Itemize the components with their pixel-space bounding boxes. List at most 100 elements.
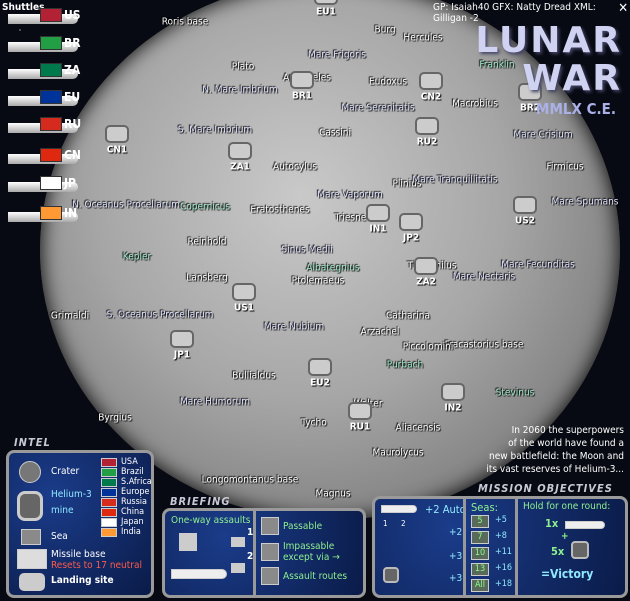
territory-label[interactable]: Firmicus <box>546 161 584 173</box>
territory-label[interactable]: Aliacensis <box>395 422 441 434</box>
close-icon[interactable]: ✕ <box>618 1 628 16</box>
landing-site-label: JP1 <box>173 349 191 361</box>
territory-label[interactable]: Maurolycus <box>372 447 424 459</box>
territory-label[interactable]: Purbach <box>386 359 424 371</box>
territory-label[interactable]: N. Mare Imbrium <box>202 84 278 96</box>
sea-bonus: +8 <box>495 531 507 541</box>
landing-site-us2[interactable] <box>513 196 537 214</box>
territory-label[interactable]: Mare Serenitatis <box>341 102 415 114</box>
flag-icon <box>101 488 117 497</box>
territory-label[interactable]: Hercules <box>403 32 443 44</box>
shuttle-icon <box>171 569 227 579</box>
landing-site-label: RU2 <box>416 136 438 148</box>
route-number-2: 2 <box>247 551 254 562</box>
territory-label[interactable]: Reinhold <box>187 236 227 248</box>
helium-mine-icon <box>17 491 43 521</box>
territory-label[interactable]: Mare Tranquillitatis <box>412 174 498 186</box>
territory-label[interactable]: Copernicus <box>179 201 231 213</box>
territory-label[interactable]: Roris base <box>161 16 209 28</box>
flag-icon <box>40 206 62 220</box>
shuttle-count: 1x <box>545 517 559 530</box>
territory-label[interactable]: Arzachel <box>360 326 400 338</box>
landing-site-cn1[interactable] <box>105 125 129 143</box>
divider <box>515 499 518 595</box>
landing-site-eu2[interactable] <box>308 358 332 376</box>
territory-label[interactable]: Mare Fecunditas <box>501 259 575 271</box>
shuttle-us[interactable]: US <box>0 8 88 30</box>
flag-icon <box>101 518 117 527</box>
territory-label[interactable]: Tycho <box>301 417 327 429</box>
shuttle-br[interactable]: BR <box>0 36 88 58</box>
landing-site-cn2[interactable] <box>419 72 443 90</box>
missile-base-icon <box>179 533 197 551</box>
territory-label[interactable]: Mare Humorum <box>179 396 251 408</box>
shuttle-code: US <box>64 8 81 22</box>
territory-label[interactable]: Catharina <box>386 310 430 322</box>
territory-label[interactable]: Byrgius <box>98 412 132 424</box>
territory-label[interactable]: Mare Spumans <box>551 196 619 208</box>
landing-site-za2[interactable] <box>414 257 438 275</box>
territory-label[interactable]: Triesnecker <box>334 212 386 224</box>
missile-reset-note: Resets to 17 neutral <box>51 560 142 571</box>
landing-site-in1[interactable] <box>366 204 390 222</box>
shuttle-za[interactable]: ZA <box>0 63 88 85</box>
landing-site-label: ZA2 <box>416 276 436 288</box>
territory-label[interactable]: Cassini <box>319 127 351 139</box>
shuttle-ru[interactable]: RU <box>0 117 88 139</box>
territory-label[interactable]: N. Oceanus Procellarum <box>72 199 180 211</box>
impassable-legend: Impassable <box>283 541 335 552</box>
territory-label[interactable]: Plato <box>231 61 255 73</box>
landing-site-jp1[interactable] <box>170 330 194 348</box>
territory-label[interactable]: Mare Crisium <box>513 129 573 141</box>
territory-label[interactable]: Macrobius <box>452 98 498 110</box>
landing-site-eu1[interactable] <box>314 0 338 5</box>
shuttle-code: BR <box>64 36 81 50</box>
landing-site-za1[interactable] <box>228 142 252 160</box>
landing-site-ru2[interactable] <box>415 117 439 135</box>
shuttle-jp[interactable]: JP <box>0 176 88 198</box>
sea-count: 13 <box>471 563 489 576</box>
story-line: new battlefield: the Moon and <box>489 451 624 462</box>
territory-label[interactable]: Eratosthenes <box>250 204 310 216</box>
territory-label[interactable]: Autocylus <box>272 161 318 173</box>
territory-label[interactable]: Burg <box>374 24 396 36</box>
shuttle-cn[interactable]: CN <box>0 148 88 170</box>
territory-label[interactable]: S. Oceanus Procellarum <box>106 309 214 321</box>
territory-label[interactable]: Sinus Medii <box>281 244 333 256</box>
shuttle-eu[interactable]: EU <box>0 90 88 112</box>
territory-label[interactable]: Kepler <box>122 251 152 263</box>
landing-site-ru1[interactable] <box>348 402 372 420</box>
country-legend-item: Europe <box>121 487 150 497</box>
territory-label[interactable]: Stevinus <box>495 387 535 399</box>
plus-sign: + <box>561 531 569 542</box>
landing-site-br2[interactable] <box>518 83 542 101</box>
landing-site-us1[interactable] <box>232 283 256 301</box>
territory-label[interactable]: S. Mare Imbrium <box>177 124 253 136</box>
territory-label[interactable]: Eudoxus <box>368 76 408 88</box>
landing-site-jp2[interactable] <box>399 213 423 231</box>
territory-label[interactable]: Mare Nectaris <box>452 271 516 283</box>
sea-count: 10 <box>471 547 489 560</box>
shuttle-code: RU <box>64 117 82 131</box>
impassable-icon <box>261 543 279 561</box>
territory-label[interactable]: Franklin <box>479 59 515 71</box>
territory-label[interactable]: Longomontanus base <box>201 474 299 486</box>
territory-label[interactable]: Bullialdus <box>232 370 276 382</box>
territory-label[interactable]: Ptolemaeus <box>291 275 345 287</box>
shuttle-in[interactable]: IN <box>0 206 88 228</box>
territory-label[interactable]: Lansberg <box>186 272 228 284</box>
territory-label[interactable]: Fracastorius base <box>444 339 524 351</box>
territory-label[interactable]: Albategnius <box>306 262 360 274</box>
territory-label[interactable]: Mare Frigoris <box>308 49 366 61</box>
territory-label[interactable]: Plinius <box>392 178 422 190</box>
territory-label[interactable]: Mare Nubium <box>263 321 325 333</box>
sea-legend: Sea <box>51 531 68 542</box>
territory-label[interactable]: Magnus <box>315 488 351 500</box>
territory-label[interactable]: Piccolomini <box>402 341 454 353</box>
landing-site-in2[interactable] <box>441 383 465 401</box>
victory-label: =Victory <box>541 567 594 581</box>
site-icon <box>231 537 245 547</box>
territory-label[interactable]: Mare Vaporum <box>317 189 383 201</box>
landing-site-br1[interactable] <box>290 71 314 89</box>
territory-label[interactable]: Grimaldi <box>50 310 90 322</box>
